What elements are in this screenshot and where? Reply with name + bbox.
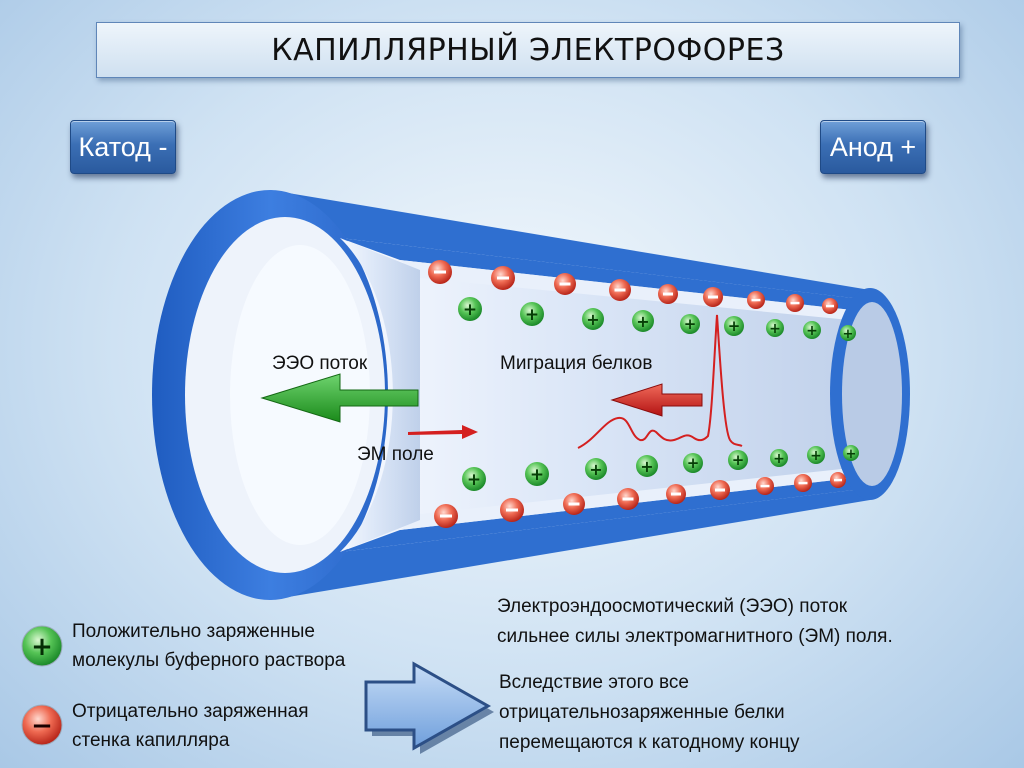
positive-charge: + bbox=[458, 297, 482, 321]
svg-text:+: + bbox=[589, 460, 602, 479]
upper-wall bbox=[340, 238, 870, 312]
bottom-positive-charges: + + + + + + + + + bbox=[462, 445, 859, 491]
positive-charge: + bbox=[843, 445, 859, 462]
svg-text:+: + bbox=[586, 310, 599, 329]
positive-charge: + bbox=[636, 455, 658, 477]
positive-charge: + bbox=[632, 310, 654, 332]
negative-charge bbox=[617, 488, 639, 510]
explanation-text-top: Электроэндоосмотический (ЭЭО) поток силь… bbox=[497, 592, 893, 652]
svg-text:+: + bbox=[636, 312, 649, 331]
positive-charge: + bbox=[683, 453, 703, 473]
negative-legend-icon: − bbox=[21, 704, 63, 746]
positive-charge: + bbox=[724, 316, 744, 336]
negative-charge bbox=[563, 493, 585, 515]
explanation-text-bottom: Вследствие этого все отрицательнозаряжен… bbox=[499, 668, 799, 758]
positive-charge: + bbox=[770, 449, 788, 467]
negative-charge bbox=[658, 284, 678, 304]
positive-charge: + bbox=[680, 314, 700, 334]
em-field-arrow bbox=[408, 425, 478, 439]
svg-text:+: + bbox=[773, 451, 785, 467]
negative-legend-line2: стенка капилляра bbox=[72, 730, 230, 751]
svg-text:+: + bbox=[769, 321, 781, 337]
positive-charge: + bbox=[585, 458, 607, 480]
electropherogram-trace bbox=[577, 314, 743, 449]
positive-charge: + bbox=[525, 462, 549, 486]
positive-charge: + bbox=[728, 450, 748, 470]
top-wall-negative-charges bbox=[428, 260, 838, 314]
svg-text:+: + bbox=[687, 454, 700, 472]
em-field-label: ЭМ поле bbox=[357, 444, 434, 465]
negative-charge bbox=[703, 287, 723, 307]
svg-text:+: + bbox=[525, 305, 539, 325]
negative-charge bbox=[794, 474, 812, 492]
eeo-flow-arrow bbox=[260, 373, 419, 423]
positive-symbol: + bbox=[31, 632, 53, 662]
positive-legend-line2: молекулы буферного раствора bbox=[72, 650, 346, 671]
svg-text:+: + bbox=[530, 465, 544, 485]
svg-text:+: + bbox=[806, 323, 818, 339]
positive-legend-line1: Положительно заряженные bbox=[72, 621, 315, 642]
positive-charge: + bbox=[803, 321, 821, 339]
svg-text:+: + bbox=[463, 300, 477, 320]
negative-charge bbox=[822, 298, 838, 314]
positive-legend-text: Положительно заряженные молекулы буферно… bbox=[72, 617, 345, 675]
explanation-line4: отрицательнозаряженные белки bbox=[499, 702, 785, 723]
svg-text:+: + bbox=[467, 470, 481, 490]
eeo-flow-label: ЭЭО поток bbox=[272, 353, 368, 374]
explanation-line5: перемещаются к катодному концу bbox=[499, 732, 800, 753]
negative-charge bbox=[500, 498, 524, 522]
negative-charge bbox=[428, 260, 452, 284]
negative-legend-line1: Отрицательно заряженная bbox=[72, 701, 309, 722]
positive-charge: + bbox=[766, 319, 784, 337]
svg-text:+: + bbox=[728, 317, 741, 335]
page-title: КАПИЛЛЯРНЫЙ ЭЛЕКТРОФОРЕЗ bbox=[96, 22, 960, 78]
explanation-line3: Вследствие этого все bbox=[499, 672, 689, 693]
positive-charge: + bbox=[840, 325, 856, 342]
negative-charge bbox=[666, 484, 686, 504]
svg-text:+: + bbox=[846, 447, 857, 462]
negative-charge bbox=[710, 480, 730, 500]
svg-text:+: + bbox=[843, 327, 854, 342]
protein-migration-arrow bbox=[610, 383, 703, 417]
negative-charge bbox=[830, 472, 846, 488]
far-end-opening bbox=[842, 302, 902, 486]
negative-charge bbox=[756, 477, 774, 495]
explanation-line2: сильнее силы электромагнитного (ЭМ) поля… bbox=[497, 626, 893, 647]
positive-charge: + bbox=[462, 467, 486, 491]
svg-text:+: + bbox=[684, 315, 697, 333]
negative-charge bbox=[609, 279, 631, 301]
negative-charge bbox=[786, 294, 804, 312]
negative-symbol: − bbox=[31, 711, 53, 741]
positive-charge: + bbox=[582, 308, 604, 330]
protein-migration-label: Миграция белков bbox=[500, 353, 653, 374]
explanation-line1: Электроэндоосмотический (ЭЭО) поток bbox=[497, 596, 848, 617]
positive-charge: + bbox=[520, 302, 544, 326]
top-positive-charges: + + + + + + + + + bbox=[458, 297, 856, 342]
svg-text:+: + bbox=[732, 451, 745, 469]
negative-legend-text: Отрицательно заряженная стенка капилляра bbox=[72, 697, 308, 755]
negative-charge bbox=[434, 504, 458, 528]
bottom-wall-negative-charges bbox=[434, 472, 846, 528]
cathode-button[interactable]: Катод - bbox=[70, 120, 176, 174]
negative-charge bbox=[554, 273, 576, 295]
svg-text:+: + bbox=[810, 448, 822, 464]
positive-legend-icon: + bbox=[21, 625, 63, 667]
positive-charge: + bbox=[807, 446, 825, 464]
explanation-arrow bbox=[364, 661, 492, 751]
anode-button[interactable]: Анод + bbox=[820, 120, 926, 174]
svg-text:+: + bbox=[640, 457, 653, 476]
negative-charge bbox=[747, 291, 765, 309]
lower-wall bbox=[340, 476, 870, 552]
negative-charge bbox=[491, 266, 515, 290]
